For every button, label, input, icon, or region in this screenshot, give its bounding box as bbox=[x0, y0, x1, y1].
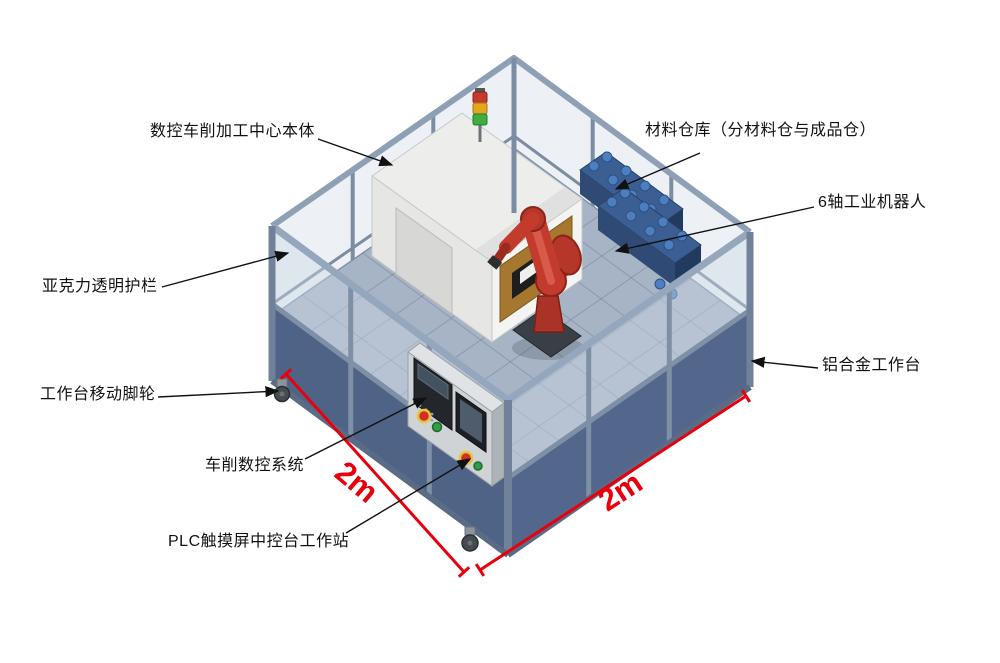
callout-arrows bbox=[157, 138, 819, 534]
start-button-2 bbox=[473, 461, 483, 471]
arrow-worktable-casters bbox=[157, 386, 280, 398]
emergency-stop-button bbox=[416, 408, 432, 424]
dimension-lines bbox=[279, 368, 752, 578]
label-material-warehouse: 材料仓库（分材料仓与成品仓） bbox=[645, 122, 877, 139]
signal-light-yellow bbox=[472, 102, 488, 115]
arrow-cnc-machine-body bbox=[317, 138, 394, 167]
dimension-line-left bbox=[284, 372, 466, 574]
cnc-screen bbox=[417, 363, 449, 400]
dimension-line-right bbox=[479, 394, 747, 572]
arrow-material-warehouse bbox=[614, 152, 701, 190]
arrow-six-axis-robot bbox=[614, 206, 815, 254]
arrow-plc-workstation bbox=[345, 458, 472, 534]
arrow-acrylic-guard bbox=[161, 250, 290, 288]
dimension-label-left: 2m bbox=[328, 454, 385, 510]
label-worktable-casters: 工作台移动脚轮 bbox=[40, 386, 156, 403]
machine-side-door bbox=[395, 207, 453, 315]
label-acrylic-guard: 亚克力透明护栏 bbox=[42, 278, 158, 295]
acrylic-panel-right bbox=[508, 232, 750, 478]
signal-light-green bbox=[472, 113, 488, 126]
label-plc-touchscreen-workstation: PLC触摸屏中控台工作站 bbox=[168, 533, 350, 550]
robot-forearm bbox=[499, 212, 540, 254]
control-console bbox=[407, 342, 505, 487]
label-cnc-machine-body: 数控车削加工中心本体 bbox=[150, 123, 316, 140]
arrow-turning-cnc-system bbox=[304, 397, 428, 460]
front-right-wall bbox=[506, 232, 752, 555]
label-six-axis-robot: 6轴工业机器人 bbox=[818, 194, 927, 211]
label-turning-cnc-system: 车削数控系统 bbox=[205, 457, 305, 474]
cabinet-panel-left bbox=[272, 304, 508, 555]
cabinet-panel-right bbox=[508, 310, 750, 555]
six-axis-robot bbox=[487, 206, 584, 360]
material-items-rack-b bbox=[606, 187, 688, 251]
signal-light-red bbox=[472, 91, 488, 104]
arrow-aluminum-worktable bbox=[750, 356, 819, 369]
start-button bbox=[431, 421, 443, 433]
robot-gripper bbox=[487, 255, 503, 270]
label-aluminum-worktable: 铝合金工作台 bbox=[822, 357, 922, 374]
signal-tower bbox=[472, 88, 488, 142]
robot-base bbox=[512, 308, 582, 358]
material-racks bbox=[579, 151, 702, 300]
